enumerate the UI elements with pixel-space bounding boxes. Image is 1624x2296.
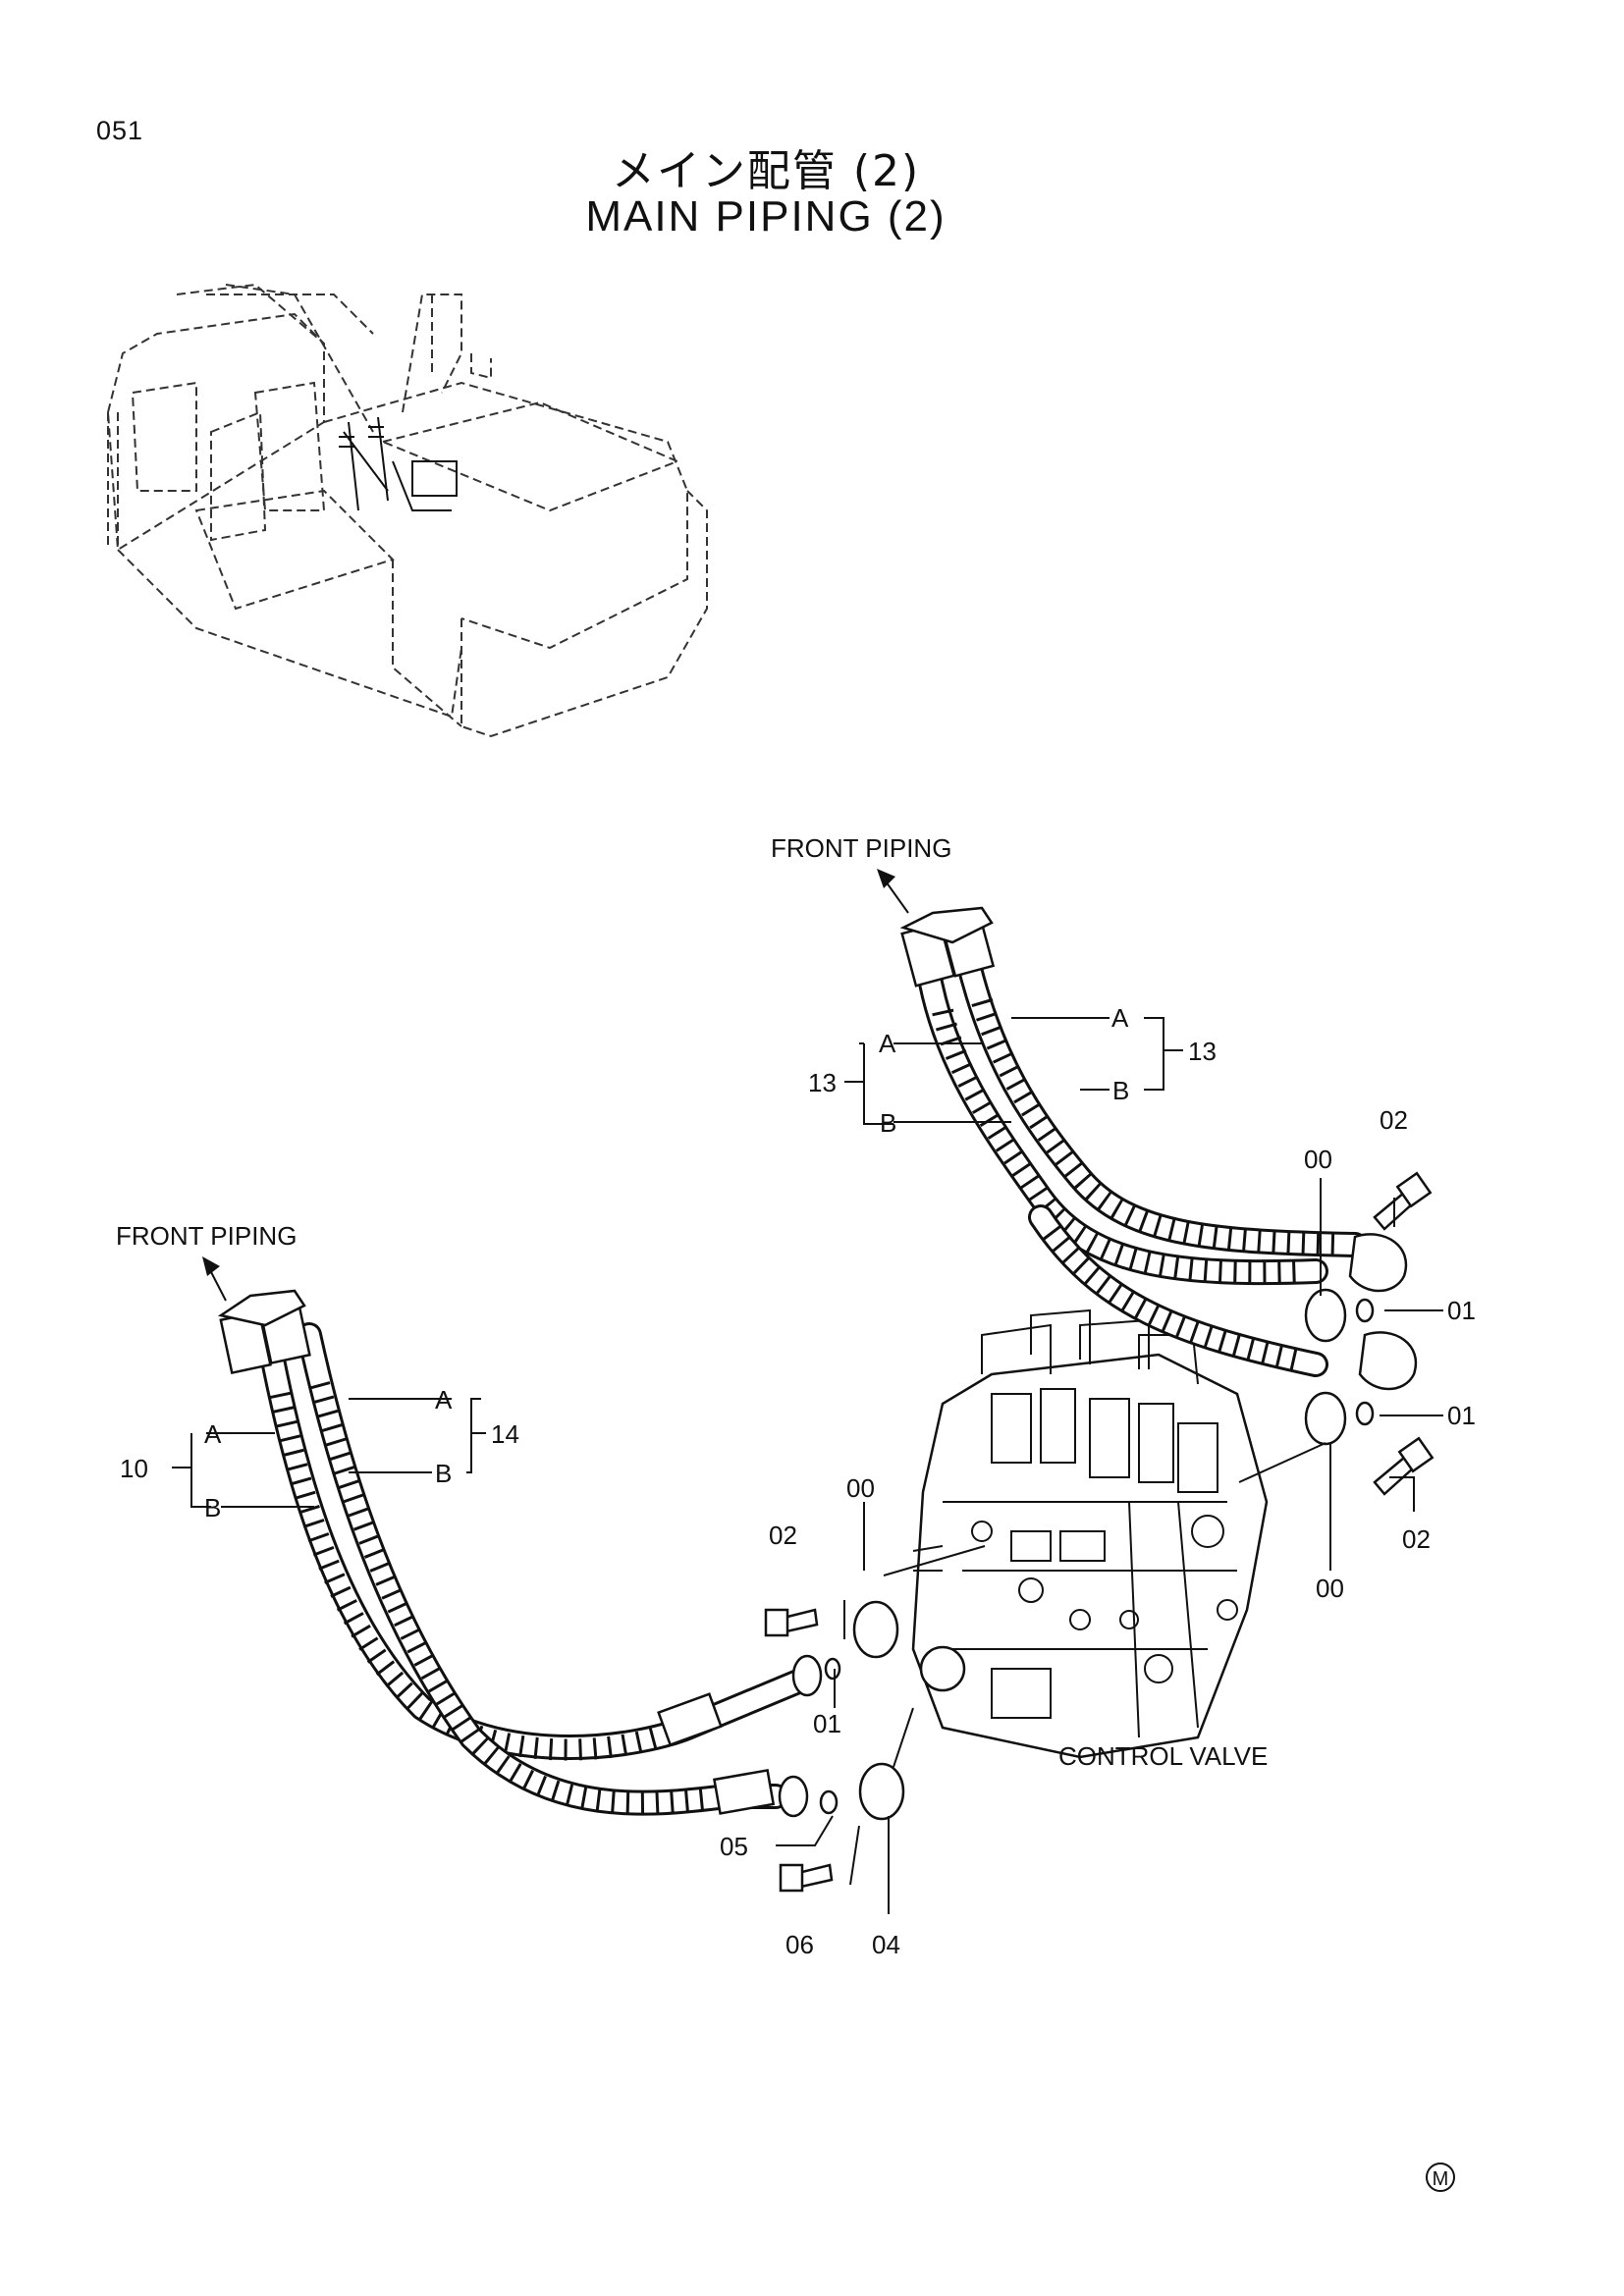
front-piping-arrow-left: [202, 1256, 227, 1302]
callout-left-b: B: [204, 1493, 221, 1522]
page-title-japanese: メイン配管 (2): [611, 146, 921, 196]
upper-hose-assembly: [899, 906, 1435, 1496]
callout-top-13-right: 13: [1188, 1037, 1217, 1066]
callout-left-14: 14: [491, 1419, 519, 1449]
front-piping-label-left: FRONT PIPING: [116, 1221, 297, 1251]
callout-04: 04: [872, 1930, 900, 1959]
mark-letter: M: [1433, 2168, 1449, 2190]
callout-top-a-left: A: [879, 1029, 896, 1058]
callout-top-b-left: B: [880, 1108, 896, 1138]
callout-top-b-right: B: [1112, 1076, 1129, 1105]
callout-left-a: A: [204, 1419, 222, 1449]
callout-00-center: 00: [846, 1473, 875, 1503]
callout-05: 05: [720, 1832, 748, 1861]
callout-02-right: 02: [1402, 1524, 1431, 1554]
callout-top-13-left: 13: [808, 1068, 837, 1097]
callout-01-middle: 01: [1447, 1401, 1476, 1430]
lower-hose-assembly: [217, 1289, 905, 1893]
control-valve-label: CONTROL VALVE: [1058, 1741, 1268, 1771]
manufacturer-mark: M: [1426, 2163, 1455, 2192]
front-piping-arrow-top: [877, 869, 909, 914]
front-piping-label-top: FRONT PIPING: [771, 833, 951, 863]
page-number: 051: [96, 116, 144, 145]
callout-01-center: 01: [813, 1709, 841, 1738]
callout-02-top-right: 02: [1380, 1105, 1408, 1135]
callout-06: 06: [785, 1930, 814, 1959]
callout-left-a-right: A: [435, 1385, 453, 1415]
page-title: MAIN PIPING (2): [585, 192, 947, 240]
callout-left-10: 10: [120, 1454, 148, 1483]
leader-lines: [172, 1017, 1443, 1914]
callout-left-b-right: B: [435, 1459, 452, 1488]
callout-00-top-right: 00: [1304, 1145, 1332, 1174]
callout-top-a-right: A: [1111, 1003, 1129, 1033]
callout-02-center: 02: [769, 1521, 797, 1550]
callout-01-upper: 01: [1447, 1296, 1476, 1325]
callout-00-bottom-right: 00: [1316, 1574, 1344, 1603]
control-valve-illustration: [911, 1308, 1269, 1759]
excavator-overview-illustration: [106, 283, 708, 738]
